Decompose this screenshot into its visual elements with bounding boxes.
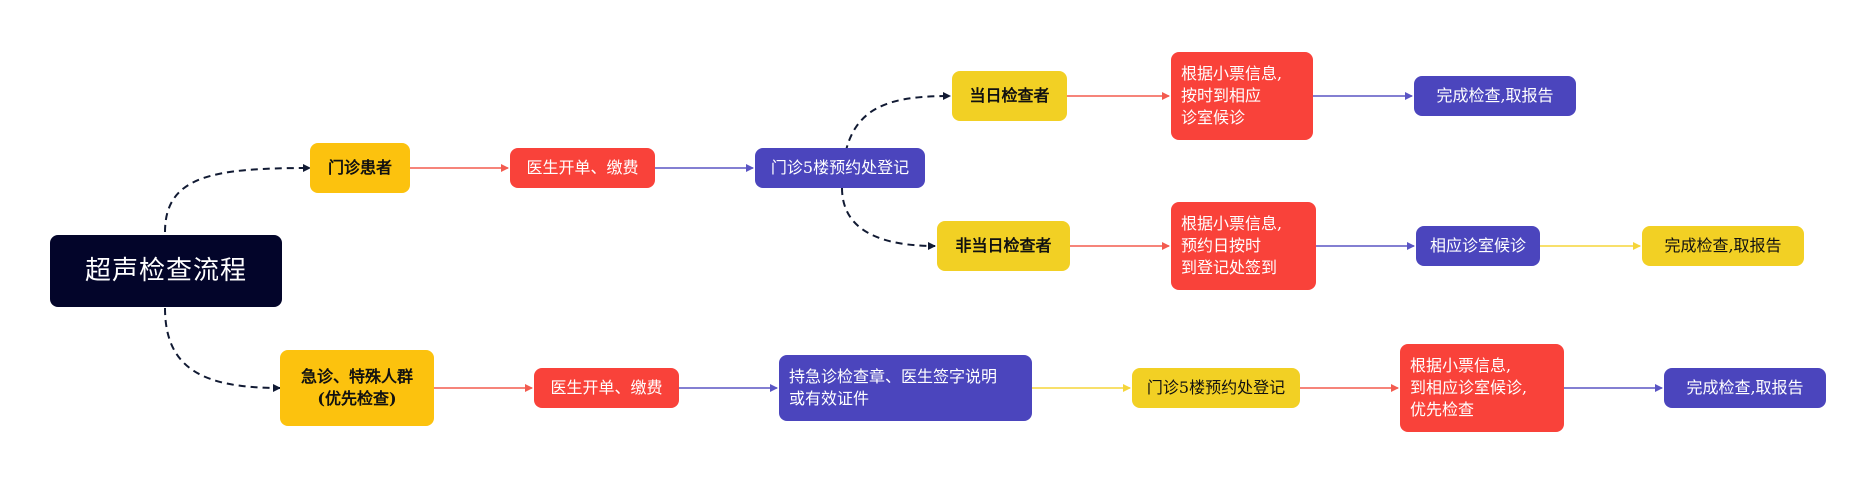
emergency-finish-node: 完成检查,取报告 — [1664, 368, 1826, 408]
emergency-document-node: 持急诊检查章、医生签字说明 或有效证件 — [779, 355, 1032, 421]
emergency-node: 急诊、特殊人群 (优先检查) — [280, 350, 434, 426]
sameday-finish-node: 完成检查,取报告 — [1414, 76, 1576, 116]
emergency-billing-node: 医生开单、缴费 — [534, 368, 679, 408]
sameday-node: 当日检查者 — [952, 71, 1067, 121]
otherday-node: 非当日检查者 — [937, 221, 1070, 271]
emergency-register-node: 门诊5楼预约处登记 — [1132, 368, 1300, 408]
otherday-finish-node: 完成检查,取报告 — [1642, 226, 1804, 266]
outpatient-billing-node: 医生开单、缴费 — [510, 148, 655, 188]
outpatient-node: 门诊患者 — [310, 143, 410, 193]
sameday-step-node: 根据小票信息, 按时到相应 诊室候诊 — [1171, 52, 1313, 140]
connector-root-emergency — [164, 307, 281, 392]
connector-root-outpatient — [164, 164, 311, 233]
root-title: 超声检查流程 — [84, 256, 247, 286]
connector-register-otherday — [841, 187, 936, 250]
outpatient-register-node: 门诊5楼预约处登记 — [755, 148, 925, 188]
otherday-wait-node: 相应诊室候诊 — [1416, 226, 1540, 266]
root-node: 超声检查流程 — [50, 235, 282, 307]
emergency-step-node: 根据小票信息, 到相应诊室候诊, 优先检查 — [1400, 344, 1564, 432]
otherday-step-node: 根据小票信息, 预约日按时 到登记处签到 — [1171, 202, 1316, 290]
